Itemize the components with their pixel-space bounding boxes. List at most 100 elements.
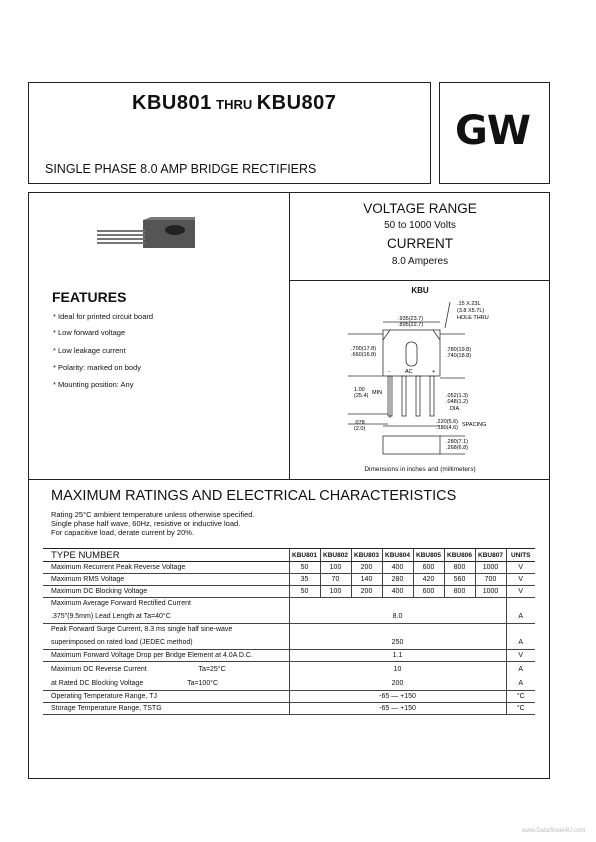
logo-box xyxy=(439,82,550,184)
table-row: Maximum Forward Voltage Drop per Bridge … xyxy=(43,649,535,662)
value-cell: 600 xyxy=(412,561,444,574)
page-subtitle: SINGLE PHASE 8.0 AMP BRIDGE RECTIFIERS xyxy=(45,162,317,176)
value-cell: 50 xyxy=(288,561,320,574)
dim-t2: .268(6.8) xyxy=(446,445,468,451)
unit-cell xyxy=(505,597,535,609)
table-row: .375"(9.5mm) Lead Length at Ta=40°C 8.0 … xyxy=(43,609,535,624)
voltage-range-value: 50 to 1000 Volts xyxy=(384,220,456,231)
param-cell: Storage Temperature Range, TSTG xyxy=(43,702,289,715)
value-cell: 10 xyxy=(288,661,506,676)
feature-item: * Ideal for printed circuit board xyxy=(53,312,154,321)
value-cell: 35 xyxy=(288,573,320,586)
unit-cell: A xyxy=(505,635,535,650)
dim-h1b: .660(16.8) xyxy=(351,352,376,358)
unit-cell: °C xyxy=(505,690,535,703)
param-cell: Peak Forward Surge Current, 8.3 ms singl… xyxy=(51,626,233,633)
value-cell: 8.0 xyxy=(288,609,506,624)
dim-t1: .280(7.1) xyxy=(446,439,468,445)
value-cell: -65 — +150 xyxy=(288,702,506,715)
dim-h1: .700(17.8) xyxy=(351,346,376,352)
features-heading: FEATURES xyxy=(52,289,127,305)
param-text: at Rated DC Blocking Voltage xyxy=(51,679,144,687)
watermark: www.DataSheet4U.com xyxy=(522,828,586,834)
value-cell: 1000 xyxy=(474,561,506,574)
package-drawing: .935(23.7) .895(22.7) .15 X.23L (3.8 X5.… xyxy=(348,301,489,455)
section-divider-vertical xyxy=(289,192,290,479)
value-cell: 200 xyxy=(350,585,382,598)
value-cell: 50 xyxy=(288,585,320,598)
header-box xyxy=(28,82,431,184)
param-text: Maximum DC Reverse Current xyxy=(51,665,147,673)
ratings-heading: MAXIMUM RATINGS AND ELECTRICAL CHARACTER… xyxy=(51,488,457,504)
section-divider-horizontal xyxy=(28,479,550,480)
param-cell: Maximum Recurrent Peak Reverse Voltage xyxy=(43,561,289,574)
dim-dia: DIA. xyxy=(450,406,461,412)
value-cell: 100 xyxy=(319,561,351,574)
feature-item: * Low leakage current xyxy=(53,346,126,355)
unit-cell: A xyxy=(505,661,535,676)
feature-item: * Mounting position: Any xyxy=(53,380,134,389)
param-cell: .375"(9.5mm) Lead Length at Ta=40°C xyxy=(43,609,289,624)
ratings-table: TYPE NUMBER KBU801 KBU802 KBU803 KBU804 … xyxy=(43,548,535,715)
value-cell xyxy=(288,597,506,609)
title-thru: THRU xyxy=(216,97,253,112)
param-cell: Maximum DC Reverse Current Ta=25°C xyxy=(43,662,289,677)
value-cell: 70 xyxy=(319,573,351,586)
table-row: Maximum Average Forward Rectified Curren… xyxy=(43,597,535,609)
dim-width: .935(23.7) xyxy=(398,316,423,322)
value-cell: 280 xyxy=(381,573,413,586)
dim-spacing: .220(5.6) xyxy=(436,419,458,425)
column-header: TYPE NUMBER xyxy=(43,548,289,562)
param-condition: Ta=25°C xyxy=(198,665,226,673)
unit-cell: V xyxy=(505,649,535,662)
specs-divider xyxy=(289,280,550,281)
column-header: KBU802 xyxy=(319,548,351,562)
brand-logo: GW xyxy=(455,108,531,154)
table-row: Peak Forward Surge Current, 8.3 ms singl… xyxy=(43,623,535,635)
value-cell: 400 xyxy=(381,561,413,574)
title-part-2: KBU807 xyxy=(256,92,337,114)
value-cell: -65 — +150 xyxy=(288,690,506,703)
dim-hole-2: (3.8 X5.7L) xyxy=(457,308,484,314)
note-line: Single phase half wave, 60Hz, resistive … xyxy=(51,519,241,528)
current-value: 8.0 Amperes xyxy=(391,256,449,267)
param-cell: at Rated DC Blocking Voltage Ta=100°C xyxy=(43,676,289,691)
column-header: KBU805 xyxy=(412,548,444,562)
page-title: KBU801 THRU KBU807 xyxy=(132,92,336,115)
unit-cell: V xyxy=(505,573,535,586)
table-row: superimposed on rated load (JEDEC method… xyxy=(43,635,535,650)
column-header: KBU801 xyxy=(288,548,320,562)
dim-hole: .15 X.23L xyxy=(457,301,481,307)
table-row: Storage Temperature Range, TSTG -65 — +1… xyxy=(43,702,535,715)
voltage-range-label: VOLTAGE RANGE xyxy=(363,201,477,216)
value-cell: 200 xyxy=(288,676,506,691)
dim-lead-2: (25.4) xyxy=(354,393,369,399)
table-row: Operating Temperature Range, TJ -65 — +1… xyxy=(43,690,535,703)
unit-cell: A xyxy=(505,676,535,691)
component-image xyxy=(97,217,195,248)
dim-s1b: (2.0) xyxy=(354,426,365,432)
package-caption: Dimensions in inches and (millimeters) xyxy=(364,466,476,473)
dim-width-2: .895(22.7) xyxy=(398,322,423,328)
param-cell: Maximum Forward Voltage Drop per Bridge … xyxy=(43,649,289,662)
dim-lead-min: MIN xyxy=(372,390,382,396)
label-ac: AC xyxy=(405,369,413,375)
param-cell: Maximum DC Blocking Voltage xyxy=(43,585,289,598)
value-cell: 700 xyxy=(474,573,506,586)
ratings-notes: Rating 25°C ambient temperature unless o… xyxy=(51,510,255,537)
column-header: KBU804 xyxy=(381,548,413,562)
dim-hole-3: HOLE THRU xyxy=(457,315,489,321)
column-header: KBU806 xyxy=(443,548,475,562)
value-cell: 1000 xyxy=(474,585,506,598)
unit-cell: °C xyxy=(505,702,535,715)
value-cell: 560 xyxy=(443,573,475,586)
value-cell: 600 xyxy=(412,585,444,598)
param-cell: superimposed on rated load (JEDEC method… xyxy=(43,635,289,650)
table-row: Maximum Recurrent Peak Reverse Voltage 5… xyxy=(43,561,535,574)
dim-h2b: .740(18.8) xyxy=(446,353,471,359)
label-plus: + xyxy=(432,369,435,375)
column-header: UNITS xyxy=(505,548,535,562)
feature-item: * Low forward voltage xyxy=(53,328,126,337)
column-header: KBU807 xyxy=(474,548,506,562)
dim-lead: 1.00 xyxy=(354,387,365,393)
